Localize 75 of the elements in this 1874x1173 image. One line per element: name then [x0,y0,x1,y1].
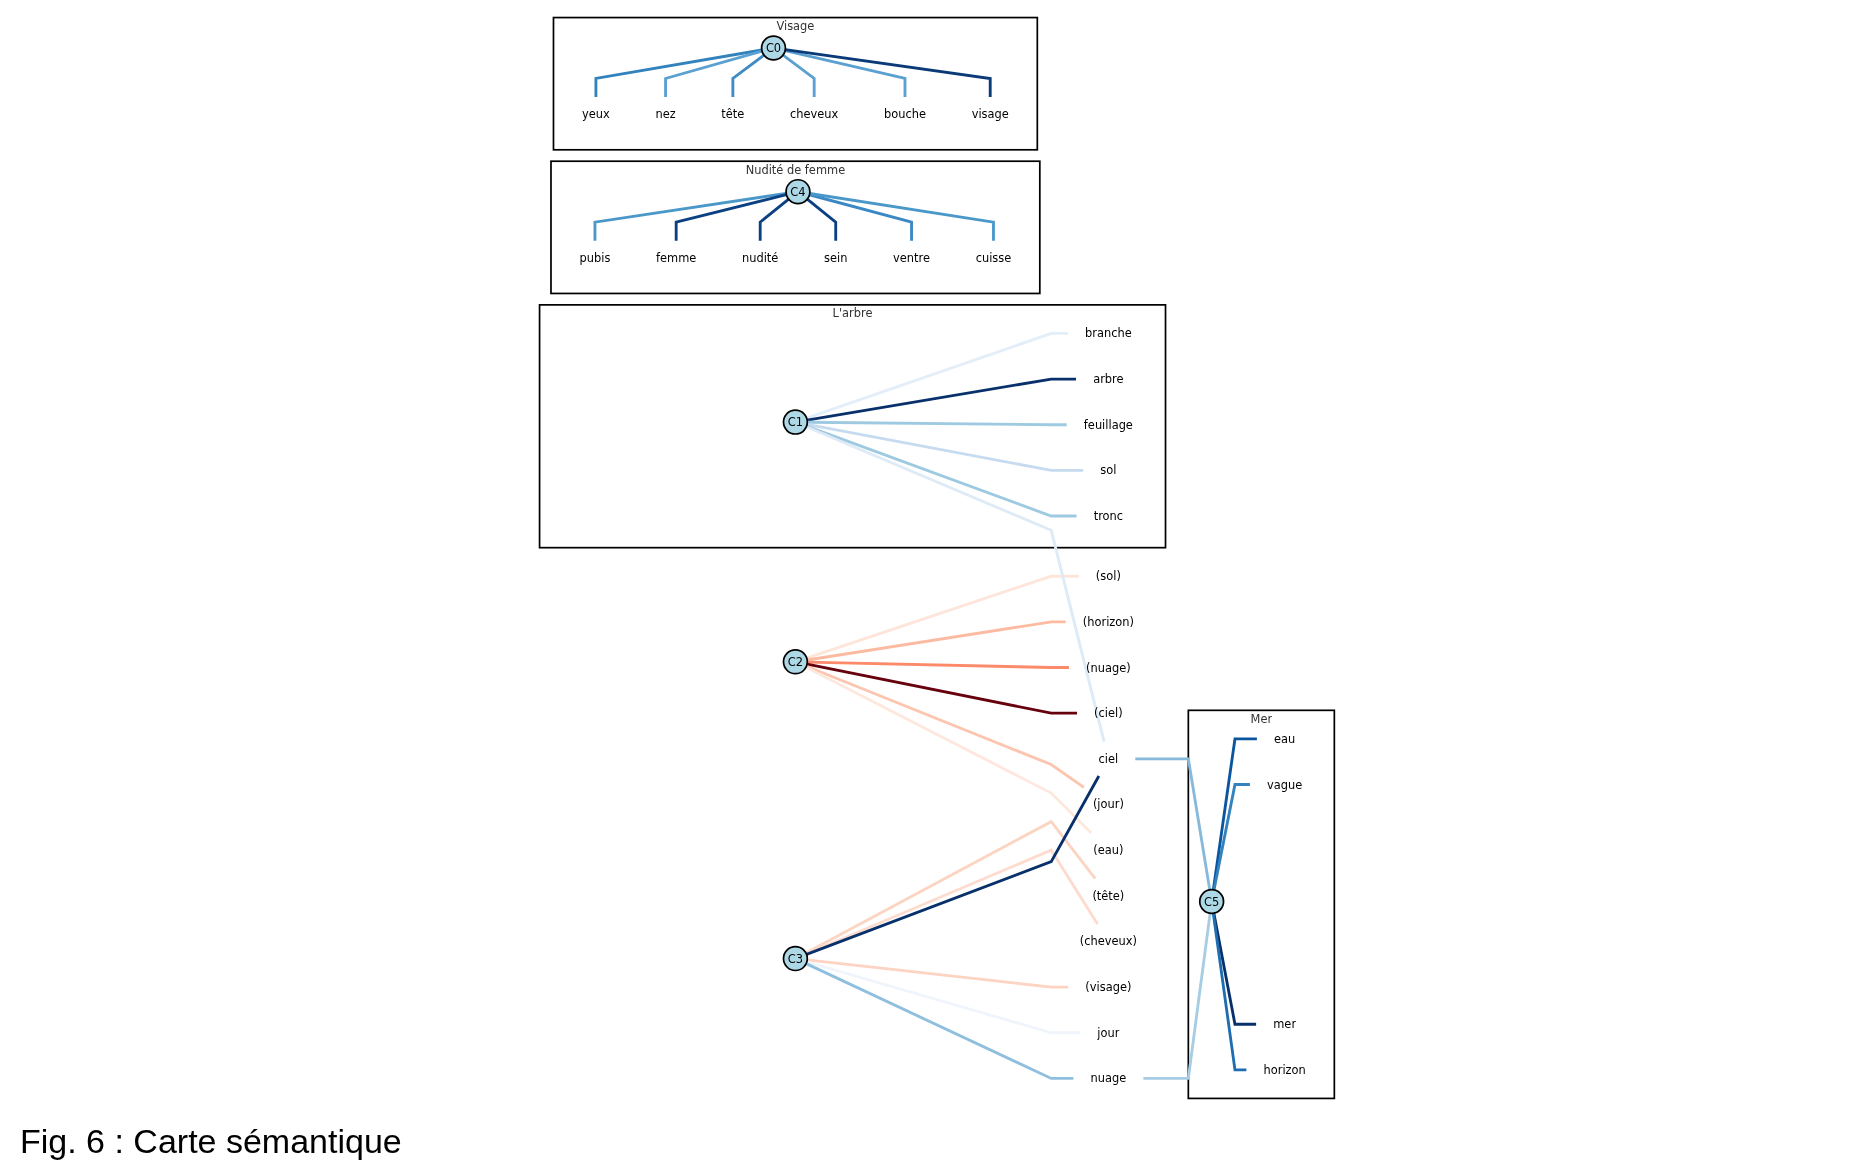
figure-caption: Fig. 6 : Carte sémantique [20,1122,402,1161]
node-text: arbre [1093,372,1124,386]
node-text: branche [1085,326,1132,341]
connector [1143,913,1212,1080]
connector [785,48,992,97]
connector [805,819,1097,955]
connector [1211,737,1257,890]
node-text: sein [824,250,848,265]
node-text: (cheveux) [1079,934,1138,949]
node-text: (nuage) [1086,660,1131,675]
connector [807,420,1067,427]
node-text: (jour) [1092,797,1124,812]
node-text: cuisse [975,250,1012,265]
connector [674,193,787,241]
connector [806,662,1077,715]
node-text: feuillage [1083,417,1133,432]
connector [807,620,1066,662]
node-text: ventre [893,250,931,265]
node-text: nez [655,107,676,121]
connector [664,49,763,97]
connector [806,574,1079,660]
node-text: tronc [1093,509,1124,523]
connector [805,962,1074,1080]
connector [806,424,1077,518]
connector [809,193,913,241]
node-text: (ciel) [1094,706,1123,721]
connector [807,660,1069,669]
connector [806,332,1068,420]
node-text: horizon [1263,1063,1306,1077]
node-text: femme [656,250,697,265]
connector [731,54,765,97]
connector [807,958,1069,989]
node-text: tête [721,107,745,121]
connector [594,48,763,97]
connector [593,192,787,241]
connector [1212,912,1257,1026]
node-text: vague [1267,777,1303,792]
node-text: (sol) [1095,569,1121,584]
connector [758,198,790,241]
connector [806,775,1101,956]
node-circle: C4 [785,178,811,205]
node-text: eau [1274,732,1296,746]
node-text: nuage [1090,1071,1127,1086]
connector [806,960,1081,1035]
connector [805,425,1106,743]
node-text: pubis [579,250,611,265]
connector [1212,783,1250,891]
connector [806,198,838,241]
connector [806,377,1077,422]
node-text: (tête) [1092,888,1125,903]
node-text: jour [1097,1025,1120,1040]
node-text: nudité [742,250,779,265]
node-circle: C3 [782,945,809,972]
connector [1211,913,1247,1072]
connector [1135,757,1212,890]
node-text: (eau) [1093,843,1124,857]
node-text: visage [971,107,1009,121]
node-text: bouche [884,107,927,121]
node-text: mer [1273,1017,1297,1032]
connector [784,49,907,97]
node-text: (visage) [1085,980,1132,994]
connector [805,664,1085,789]
node-circle: C5 [1198,888,1225,915]
node-circle: C0 [760,35,787,61]
node-text: ciel [1098,751,1119,766]
node-text: (horizon) [1082,615,1135,629]
node-circle: C2 [782,649,809,675]
node-text: cheveux [790,107,839,121]
node-text: sol [1100,463,1117,478]
connector [806,422,1084,472]
connector [782,54,816,97]
node-circle: C1 [782,409,809,435]
connector [809,192,995,241]
node-text: yeux [582,107,610,121]
connector [805,666,1093,835]
